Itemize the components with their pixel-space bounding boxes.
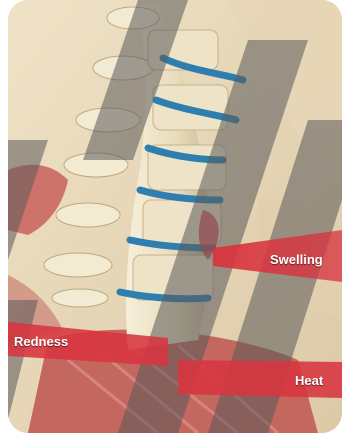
illustration-frame: Swelling Redness Heat [8, 0, 342, 433]
redness-label: Redness [14, 334, 68, 349]
heat-label: Heat [295, 373, 323, 388]
swelling-label: Swelling [270, 252, 323, 267]
spine-illustration [8, 0, 342, 433]
